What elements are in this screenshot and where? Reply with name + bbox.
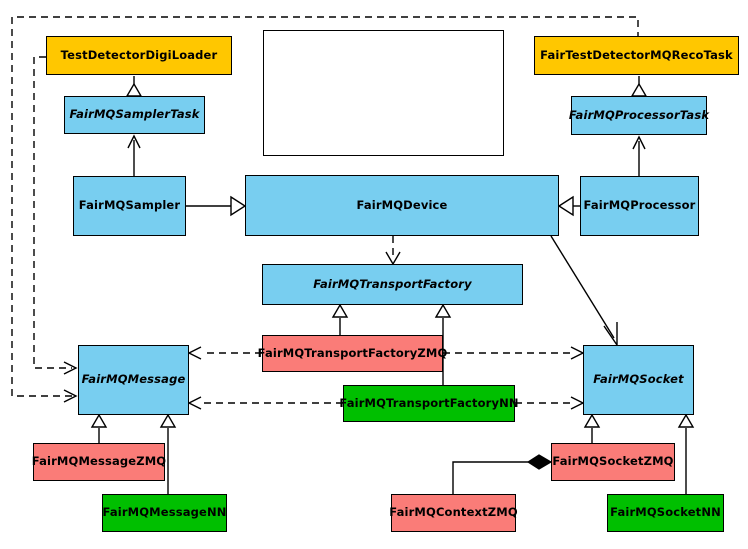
class-label-fairmqcontextzmq: FairMQContextZMQ xyxy=(389,505,518,520)
class-label-fairmqsamplertask: FairMQSamplerTask xyxy=(69,107,200,122)
edge-sampler-samplertask-head xyxy=(127,134,141,149)
class-label-fairmqsampler: FairMQSampler xyxy=(78,198,181,213)
class-node-fairmqmessage[interactable]: FairMQMessage xyxy=(78,345,189,415)
class-node-fairmqsampler[interactable]: FairMQSampler xyxy=(73,176,186,236)
class-node-fairmqtransportfactoryzmq[interactable]: FairMQTransportFactoryZMQ xyxy=(258,335,447,372)
edge-tfnn-socket-head xyxy=(570,396,585,410)
class-label-fairmqsocketnn: FairMQSocketNN xyxy=(610,505,721,520)
edge-socketzmq-socket-head xyxy=(583,413,601,428)
class-label-fairmqtransportfactoryzmq: FairMQTransportFactoryZMQ xyxy=(257,345,448,360)
class-node-testdetectordigiloader[interactable]: TestDetectorDigiLoader xyxy=(46,36,232,75)
class-label-fairmqmessagezmq: FairMQMessageZMQ xyxy=(31,454,167,469)
edge-socketnn-socket-head xyxy=(677,413,695,428)
class-node-fairmqtransportfactorynn[interactable]: FairMQTransportFactoryNN xyxy=(339,385,519,422)
edge-device-transportfactory-head xyxy=(385,251,401,266)
class-node-fairmqcontextzmq[interactable]: FairMQContextZMQ xyxy=(389,494,518,532)
class-node-fairmqmessagenn[interactable]: FairMQMessageNN xyxy=(102,494,227,532)
class-node-fairmqprocessor[interactable]: FairMQProcessor xyxy=(580,176,699,236)
edge-tfzmq-socket-head xyxy=(570,346,585,360)
class-node-fairmqmessagezmq[interactable]: FairMQMessageZMQ xyxy=(31,443,167,481)
class-label-fairmqmessage: FairMQMessage xyxy=(81,372,186,387)
class-label-fairtestdetectormqrecotask: FairTestDetectorMQRecoTask xyxy=(540,47,733,62)
class-label-fairmqprocessor: FairMQProcessor xyxy=(583,198,696,213)
class-node-fairmqsocketnn[interactable]: FairMQSocketNN xyxy=(607,494,724,532)
edge-tfnn-message-head xyxy=(187,396,202,410)
class-node-fairmqsamplertask[interactable]: FairMQSamplerTask xyxy=(64,96,205,134)
class-label-fairmqsocket: FairMQSocket xyxy=(593,372,684,387)
inner-dependency-arrowhead xyxy=(63,361,78,375)
class-node-fairmqsocket[interactable]: FairMQSocket xyxy=(583,345,694,415)
edge-processor-device-head xyxy=(557,195,574,217)
class-label-testdetectordigiloader: TestDetectorDigiLoader xyxy=(60,47,218,62)
edge-device-socket-head xyxy=(603,322,618,348)
class-label-fairmqprocessortask: FairMQProcessorTask xyxy=(568,107,710,122)
edge-tfnn-tf-head xyxy=(434,303,452,318)
class-label-fairmqtransportfactorynn: FairMQTransportFactoryNN xyxy=(339,395,519,410)
class-label-fairmqmessagenn: FairMQMessageNN xyxy=(102,505,227,520)
edge-processor-processortask-head xyxy=(632,135,646,150)
edge-sampler-device-head xyxy=(230,195,247,217)
edge-contextzmq-socketzmq-diamond xyxy=(526,454,553,470)
class-label-fairmqtransportfactory: FairMQTransportFactory xyxy=(313,276,472,291)
edge-contextzmq-socketzmq xyxy=(452,461,528,494)
class-node-fairtestdetectormqrecotask[interactable]: FairTestDetectorMQRecoTask xyxy=(534,36,739,75)
class-node-fairmqprocessortask[interactable]: FairMQProcessorTask xyxy=(568,96,710,135)
edge-recotask-processortask-head xyxy=(630,82,648,97)
edge-messagezmq-message-head xyxy=(90,413,108,428)
outer-dependency-arrowhead xyxy=(63,389,78,403)
edge-tfzmq-tf-head xyxy=(331,303,349,318)
class-label-fairmqdevice: FairMQDevice xyxy=(356,197,448,212)
edge-tfzmq-message-head xyxy=(187,346,202,360)
edge-digiloader-samplertask-head xyxy=(125,82,143,97)
class-node-fairmqdevice[interactable]: FairMQDevice xyxy=(245,175,559,236)
edge-device-socket xyxy=(550,235,615,339)
class-label-fairmqsocketzmq: FairMQSocketZMQ xyxy=(552,454,674,469)
class-node-fairmqsocketzmq[interactable]: FairMQSocketZMQ xyxy=(551,443,675,481)
edge-messagenn-message-head xyxy=(159,413,177,428)
class-node-fairmqtransportfactory[interactable]: FairMQTransportFactory xyxy=(262,264,523,305)
legend-container xyxy=(263,30,504,156)
